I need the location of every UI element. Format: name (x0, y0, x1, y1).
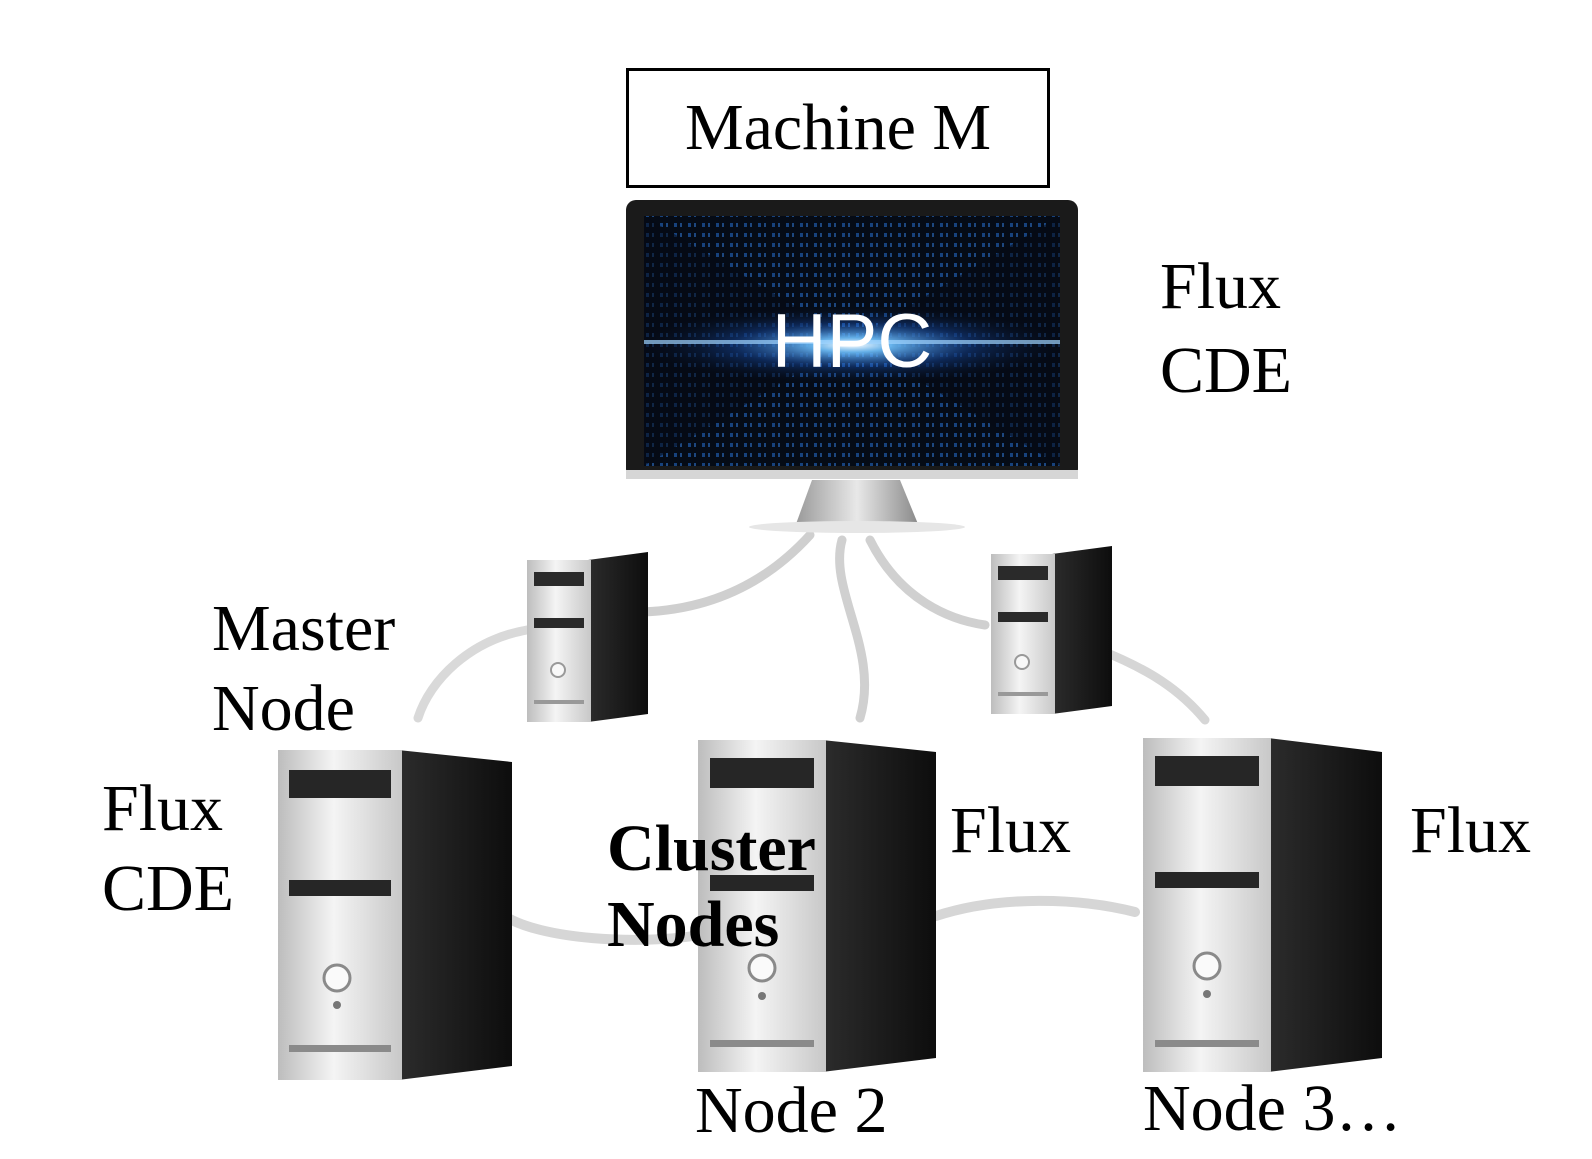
machine-flux-label: Flux (1160, 250, 1282, 323)
cable-monitor-to-node2 (835, 535, 869, 723)
node2-label: Node 2 (695, 1074, 888, 1147)
node2-flux-label: Flux (950, 794, 1072, 867)
node3-label: Node 3… (1143, 1072, 1402, 1145)
machine-cde-label: CDE (1160, 334, 1292, 407)
cluster-label-line1: Cluster (607, 812, 816, 885)
cable-monitor-to-small-server-left (637, 530, 815, 617)
screen-hpc-text: HPC (772, 299, 932, 384)
master-flux-label: Flux (102, 772, 224, 845)
tower-master-node (278, 750, 512, 1080)
cluster-label-line2: Nodes (607, 888, 780, 961)
cable-small-left-to-master (413, 625, 532, 723)
master-cde-label: CDE (102, 852, 234, 925)
monitor-machine-m: HPC (626, 200, 1078, 533)
cable-master-to-node2 (498, 910, 705, 945)
tower-node-2 (698, 740, 936, 1072)
node3-flux-label: Flux (1410, 794, 1532, 867)
master-label-line1: Master (212, 592, 396, 665)
monitor-stand (796, 480, 918, 524)
cable-node2-to-node3 (931, 895, 1140, 921)
small-server-left (527, 552, 648, 722)
small-server-right (991, 546, 1112, 714)
machine-title: Machine M (684, 91, 992, 164)
cable-small-right-to-node3 (1095, 645, 1210, 725)
master-label-line2: Node (212, 672, 355, 745)
tower-node-3 (1143, 738, 1382, 1072)
cable-monitor-to-small-server-right (865, 535, 990, 630)
machine-title-box: Machine M (626, 68, 1050, 188)
cable-group (413, 530, 1210, 945)
